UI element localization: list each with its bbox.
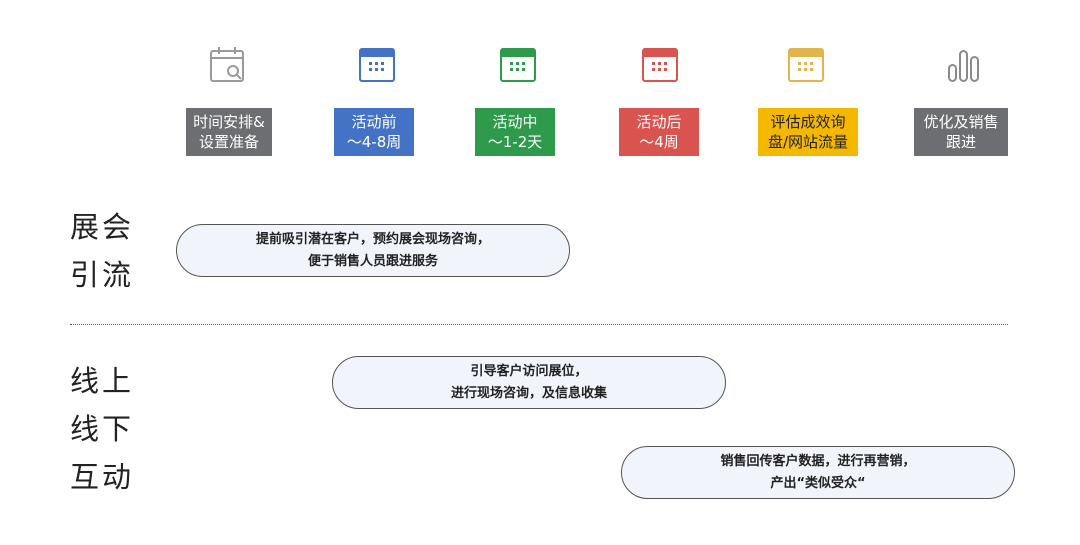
calendar-icon: [642, 48, 678, 82]
calendar-icon: [500, 48, 536, 82]
phase-label-text: 活动后 ～4周: [636, 113, 682, 151]
section-divider: [70, 324, 1008, 325]
phase-label-during: 活动中 ～1-2天: [475, 108, 555, 156]
bar-chart-icon: [948, 50, 979, 82]
phase-label-prep: 时间安排& 设置准备: [186, 108, 272, 156]
pill-remarketing: 销售回传客户数据，进行再营销， 产出“类似受众“: [621, 446, 1015, 499]
pill-pre-event: 提前吸引潜在客户，预约展会现场咨询， 便于销售人员跟进服务: [176, 224, 570, 277]
phase-label-before: 活动前 ～4-8周: [334, 108, 414, 156]
calendar-icon: [359, 48, 395, 82]
phase-label-after: 活动后 ～4周: [619, 108, 699, 156]
phase-label-text: 活动前 ～4-8周: [346, 113, 402, 151]
calendar-icon: [788, 48, 824, 82]
phase-label-text: 活动中 ～1-2天: [487, 113, 543, 151]
phase-label-evaluate: 评估成效询 盘/网站流量: [758, 108, 858, 156]
phase-label-text: 时间安排& 设置准备: [193, 113, 265, 151]
phase-label-text: 优化及销售 跟进: [923, 113, 999, 151]
pill-onsite: 引导客户访问展位， 进行现场咨询，及信息收集: [332, 356, 726, 409]
phase-label-text: 评估成效询 盘/网站流量: [767, 113, 849, 151]
section-title-online-offline: 线上 线下 互动: [70, 364, 135, 494]
calendar-search-icon: [210, 47, 244, 82]
phase-label-optimize: 优化及销售 跟进: [914, 108, 1008, 156]
section-title-exhibition-traffic: 展会 引流: [70, 210, 135, 292]
